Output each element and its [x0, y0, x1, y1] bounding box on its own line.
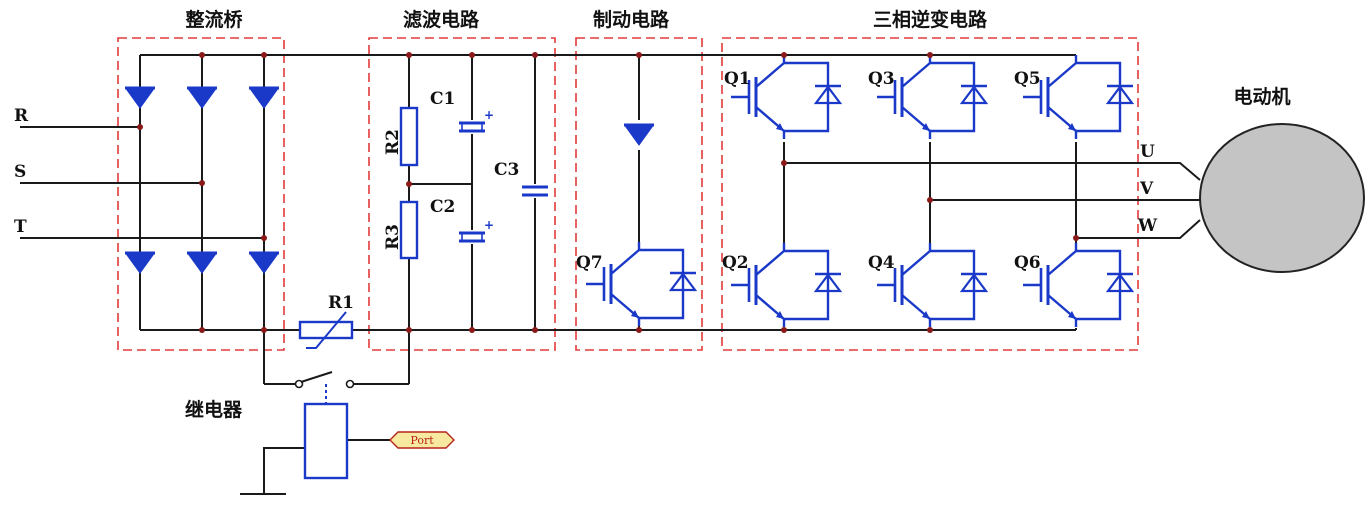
- motor-icon: [1199, 123, 1365, 273]
- q2-label: Q2: [722, 253, 749, 273]
- title-filter: 滤波电路: [403, 8, 480, 31]
- relay-coil: [303, 402, 349, 480]
- r3-label: R3: [383, 224, 403, 250]
- input-t-label: T: [14, 217, 27, 237]
- title-motor: 电动机: [1233, 85, 1290, 108]
- output-v-label: V: [1139, 179, 1154, 199]
- port-label: Port: [410, 434, 434, 447]
- title-brake: 制动电路: [593, 8, 670, 31]
- title-inverter: 三相逆变电路: [873, 8, 988, 31]
- c1-label: C1: [430, 89, 455, 109]
- q5-label: Q5: [1014, 69, 1041, 89]
- filter-wires: [408, 55, 536, 330]
- q3-label: Q3: [868, 69, 895, 89]
- relay-label: 继电器: [185, 398, 243, 421]
- c2-capacitor: [456, 216, 496, 244]
- brake-box: [575, 37, 703, 351]
- r2-resistor: [399, 106, 419, 167]
- filter-box: [368, 37, 556, 351]
- junction-dots: [137, 52, 1079, 333]
- r2-label: R2: [383, 129, 403, 155]
- port-tag: [389, 431, 455, 449]
- q1-label: Q1: [724, 69, 751, 89]
- title-rectifier: 整流桥: [185, 8, 243, 31]
- output-u-label: U: [1140, 142, 1155, 162]
- r3-resistor: [399, 200, 419, 260]
- rectifier-box: [117, 37, 285, 351]
- input-s-label: S: [14, 162, 26, 182]
- c3-capacitor: [519, 184, 551, 198]
- output-w-label: W: [1137, 216, 1158, 236]
- c3-label: C3: [494, 160, 519, 180]
- inverter-igbts: [729, 53, 1135, 329]
- c2-label: C2: [430, 197, 455, 217]
- input-r-label: R: [14, 106, 29, 126]
- ac-input-wires: [20, 126, 264, 239]
- output-wires: [784, 162, 1201, 239]
- c1-capacitor: [456, 106, 496, 134]
- r1-thermistor: [298, 311, 354, 349]
- r1-label: R1: [328, 293, 354, 313]
- q6-label: Q6: [1014, 253, 1041, 273]
- q7-label: Q7: [576, 253, 603, 273]
- relay-wires: [240, 330, 410, 495]
- q4-label: Q4: [868, 253, 895, 273]
